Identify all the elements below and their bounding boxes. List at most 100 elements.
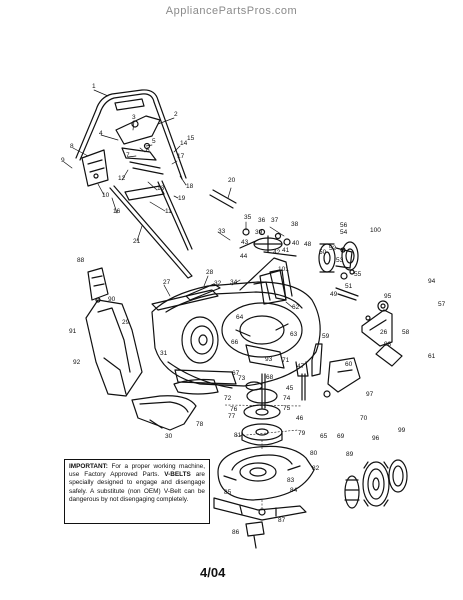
blade-adapter-stack [241, 381, 283, 446]
callout-100: 100 [370, 227, 381, 234]
callout-54: 54 [340, 229, 348, 236]
callout-30: 30 [165, 433, 173, 440]
callout-77: 77 [228, 413, 236, 420]
callout-82: 82 [312, 465, 320, 472]
callout-78: 78 [196, 421, 204, 428]
callout-88: 88 [77, 257, 85, 264]
callout-6: 6 [146, 147, 150, 154]
callout-53: 53 [336, 257, 344, 264]
callout-20: 20 [228, 177, 236, 184]
callout-55: 55 [354, 271, 362, 278]
callout-57: 57 [438, 301, 446, 308]
callout-9: 9 [61, 157, 65, 164]
rear-wheel-upper [318, 243, 359, 301]
callout-50: 50 [319, 249, 327, 256]
callout-70: 70 [360, 415, 368, 422]
callout-numbers: 1234567891011121314151617181920212627282… [61, 83, 446, 536]
grass-bag-92 [85, 299, 143, 397]
callout-80: 80 [310, 450, 318, 457]
vbelts-label: V-BELTS [164, 471, 191, 479]
callout-81: 81 [234, 432, 242, 439]
callout-29: 29 [122, 319, 130, 326]
callout-44: 44 [240, 253, 248, 260]
callout-92: 92 [73, 359, 81, 366]
callout-5: 5 [152, 138, 156, 145]
callout-84: 84 [290, 487, 298, 494]
deck-baffle-82 [217, 445, 315, 501]
bracket-27 [151, 289, 219, 311]
callout-3: 3 [132, 114, 136, 121]
leader-lines [63, 89, 293, 308]
upper-handle [75, 89, 187, 180]
callout-79: 79 [298, 430, 306, 437]
callout-27: 27 [163, 279, 171, 286]
callout-11: 11 [165, 208, 172, 215]
blade-bolt-86 [245, 521, 265, 549]
callout-37: 37 [271, 217, 279, 224]
callout-94: 94 [428, 278, 436, 285]
callout-21: 21 [133, 238, 141, 245]
lower-handle [109, 180, 193, 279]
callout-41: 41 [282, 247, 290, 254]
callout-71: 71 [282, 357, 290, 364]
callout-59: 59 [322, 333, 330, 340]
callout-26: 26 [380, 329, 388, 336]
rear-wheel-96 [362, 461, 390, 507]
callout-40: 40 [292, 240, 300, 247]
throttle-control [81, 149, 109, 187]
callout-51: 51 [345, 283, 353, 290]
callout-87: 87 [278, 517, 286, 524]
callout-63: 63 [290, 331, 298, 338]
site-watermark: AppliancePartsPros.com [165, 5, 298, 17]
callout-31: 31 [160, 350, 168, 357]
callout-15: 15 [187, 135, 195, 142]
callout-10: 10 [102, 192, 110, 199]
drive-linkage [253, 269, 287, 301]
bracket-28 [185, 283, 221, 301]
callout-67: 67 [232, 370, 240, 377]
blade-87 [213, 497, 307, 521]
callout-28: 28 [206, 269, 214, 276]
callout-46: 46 [296, 415, 304, 422]
important-note: IMPORTANT: For a proper working machine,… [64, 459, 210, 524]
callout-42: 42 [273, 249, 281, 256]
callout-75: 75 [283, 405, 291, 412]
hubcap-100 [341, 241, 359, 271]
callout-39: 39 [255, 229, 263, 236]
callout-8: 8 [70, 143, 74, 150]
callout-64: 64 [236, 314, 244, 321]
callout-61: 61 [428, 353, 436, 360]
callout-16: 16 [113, 208, 121, 215]
callout-14: 14 [180, 140, 188, 147]
vbelts-text: are specially designed to engage and dis… [69, 471, 205, 503]
callout-1: 1 [92, 83, 96, 90]
side-chute-plug [173, 378, 219, 395]
callout-86: 86 [232, 529, 240, 536]
callout-62: 62 [292, 304, 300, 311]
discharge-chute-30 [131, 395, 197, 431]
callout-96: 96 [372, 435, 380, 442]
callout-33: 33 [218, 228, 226, 235]
engine-shaft [261, 361, 309, 409]
callout-36: 36 [258, 217, 266, 224]
callout-101: 101 [278, 266, 289, 273]
cable-20 [209, 189, 237, 209]
callout-35: 35 [244, 214, 252, 221]
important-text: For a proper working machine, use Factor… [69, 463, 205, 479]
hubcap-99 [388, 459, 408, 493]
callout-56: 56 [340, 222, 348, 229]
callout-2: 2 [174, 111, 178, 118]
rear-bracket [245, 344, 285, 369]
front-wheel-left [181, 316, 219, 364]
callout-98: 98 [384, 341, 392, 348]
callout-43: 43 [241, 239, 249, 246]
callout-58: 58 [402, 329, 410, 336]
wheel-adjust-lever [311, 343, 361, 398]
callout-34: 34 [230, 279, 238, 286]
callout-7: 7 [126, 152, 130, 159]
dashed-guides [224, 404, 303, 508]
callout-19: 19 [178, 195, 186, 202]
callout-48: 48 [304, 241, 312, 248]
important-label: IMPORTANT: [69, 463, 108, 470]
